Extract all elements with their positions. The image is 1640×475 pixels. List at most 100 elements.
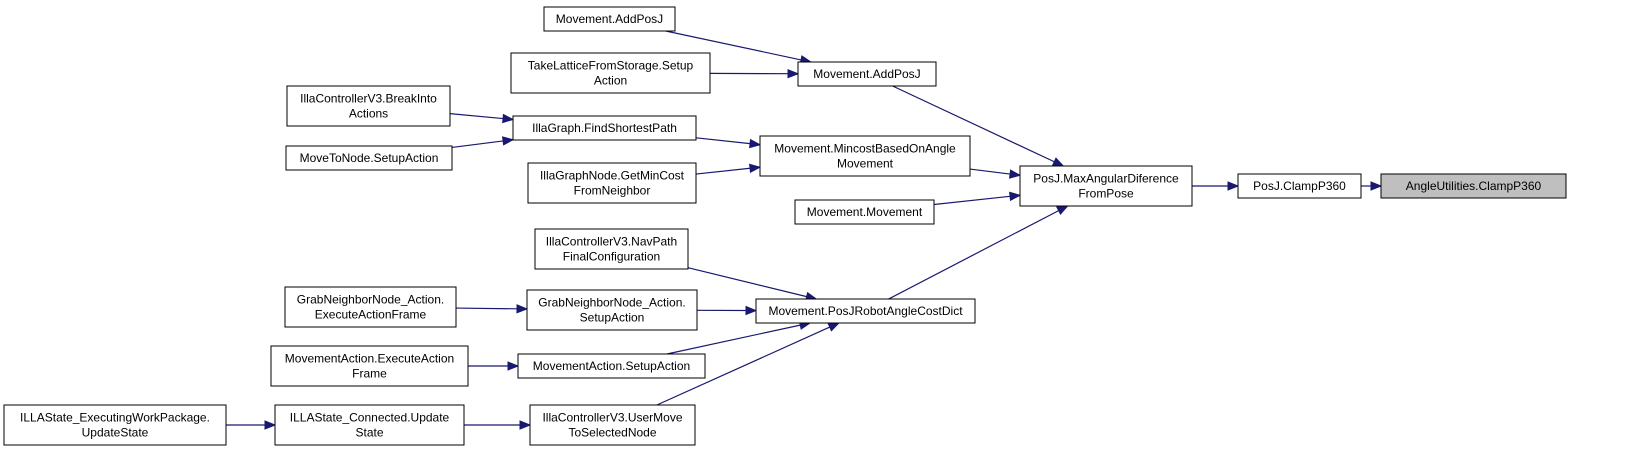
edge-line [451, 140, 504, 149]
node-label: ExecuteActionFrame [315, 308, 427, 322]
arrowhead-icon [501, 136, 515, 146]
node-label: Movement.PosJRobotAngleCostDict [768, 304, 963, 318]
node-grab_exec[interactable]: GrabNeighborNode_Action.ExecuteActionFra… [284, 286, 457, 328]
edge-line [892, 85, 1055, 163]
arrowhead-icon [502, 113, 515, 124]
node-box [797, 61, 937, 87]
edge-navpath-to-posjdict [687, 267, 818, 302]
arrowhead-icon [1227, 181, 1240, 191]
edge-findshortest-to-mincost [695, 137, 762, 149]
node-box [286, 85, 451, 127]
node-posj_clamp[interactable]: PosJ.ClampP360 [1237, 173, 1362, 199]
node-label: FromNeighbor [574, 184, 651, 198]
node-box [527, 162, 697, 204]
node-angle_clamp[interactable]: AngleUtilities.ClampP360 [1380, 173, 1567, 199]
node-label: IllaGraph.FindShortestPath [532, 121, 677, 135]
node-box [512, 115, 697, 141]
arrowhead-icon [1051, 157, 1065, 167]
node-label: FromPose [1078, 187, 1134, 201]
node-addposj_r[interactable]: Movement.AddPosJ [797, 61, 937, 87]
node-box [759, 135, 971, 177]
node-moveact_setup[interactable]: MovementAction.SetupAction [517, 353, 706, 379]
arrowhead-icon [749, 138, 762, 149]
node-takelattice[interactable]: TakeLatticeFromStorage.SetupAction [510, 52, 711, 94]
node-box [534, 228, 689, 270]
node-box [274, 404, 465, 446]
arrowhead-icon [1008, 169, 1022, 179]
arrowhead-icon [1370, 181, 1383, 191]
edge-line [449, 112, 504, 120]
edge-maxang-to-posj_clamp [1192, 181, 1240, 191]
node-label: Movement [837, 157, 894, 171]
node-movetonode[interactable]: MoveToNode.SetupAction [285, 145, 453, 171]
node-box [270, 345, 469, 387]
node-label: ILLAState_ExecutingWorkPackage. [20, 411, 210, 425]
node-box [284, 286, 457, 328]
edge-line [969, 168, 1011, 175]
node-moveact_exec[interactable]: MovementAction.ExecuteActionFrame [270, 345, 469, 387]
node-label: AngleUtilities.ClampP360 [1406, 179, 1542, 193]
node-label: Movement.Movement [807, 205, 923, 219]
node-box [3, 404, 227, 446]
arrowhead-icon [787, 68, 800, 79]
edge-line [666, 324, 801, 355]
node-label: FinalConfiguration [563, 250, 660, 264]
node-box [285, 145, 453, 171]
arrowhead-icon [1009, 191, 1022, 202]
edge-grab_exec-to-grab_setup [455, 304, 529, 314]
node-box [1019, 165, 1193, 207]
node-label: IllaControllerV3.NavPath [546, 235, 677, 249]
node-executing[interactable]: ILLAState_ExecutingWorkPackage.UpdateSta… [3, 404, 227, 446]
node-addposj_l[interactable]: Movement.AddPosJ [543, 6, 676, 32]
edge-line [888, 210, 1059, 300]
edge-posjdict-to-maxang [888, 205, 1069, 300]
arrowhead-icon [745, 305, 758, 316]
node-label: TakeLatticeFromStorage.Setup [528, 59, 694, 73]
edge-line [687, 267, 807, 298]
node-label: Frame [352, 367, 387, 381]
edge-takelattice-to-addposj_r [709, 68, 800, 79]
node-posjdict[interactable]: Movement.PosJRobotAngleCostDict [755, 298, 976, 324]
node-label: GrabNeighborNode_Action. [538, 296, 685, 310]
edge-connected-to-usermove [464, 420, 532, 430]
node-label: PosJ.ClampP360 [1253, 179, 1346, 193]
edge-line [665, 30, 802, 61]
arrowhead-icon [507, 361, 520, 371]
node-label: IllaControllerV3.BreakInto [300, 92, 437, 106]
node-box [1380, 173, 1567, 199]
edge-line [695, 167, 751, 175]
node-box [543, 6, 676, 32]
node-label: Movement.AddPosJ [813, 67, 920, 81]
node-navpath[interactable]: IllaControllerV3.NavPathFinalConfigurati… [534, 228, 689, 270]
node-box [794, 199, 935, 225]
node-label: Movement.AddPosJ [556, 12, 663, 26]
node-movement[interactable]: Movement.Movement [794, 199, 935, 225]
node-label: IllaGraphNode.GetMinCost [540, 169, 685, 183]
node-label: Action [594, 74, 627, 88]
edge-movetonode-to-findshortest [451, 136, 515, 149]
node-grab_setup[interactable]: GrabNeighborNode_Action.SetupAction [526, 289, 698, 331]
node-connected[interactable]: ILLAState_Connected.UpdateState [274, 404, 465, 446]
arrowhead-icon [519, 420, 532, 430]
edge-moveact_exec-to-moveact_setup [468, 361, 520, 371]
node-box [529, 404, 696, 446]
arrowhead-icon [749, 163, 762, 174]
edge-line [455, 307, 518, 310]
node-box [1237, 173, 1362, 199]
edge-breakinto-to-findshortest [449, 112, 515, 124]
edge-grab_setup-to-posjdict [696, 305, 758, 316]
node-label: GrabNeighborNode_Action. [297, 293, 444, 307]
edge-mincost-to-maxang [969, 168, 1022, 179]
node-label: IllaControllerV3.UserMove [542, 411, 682, 425]
edge-executing-to-connected [226, 420, 277, 430]
node-label: MovementAction.ExecuteAction [285, 352, 454, 366]
edge-movement-to-maxang [933, 191, 1022, 206]
node-findshortest[interactable]: IllaGraph.FindShortestPath [512, 115, 697, 141]
node-label: ToSelectedNode [568, 426, 656, 440]
